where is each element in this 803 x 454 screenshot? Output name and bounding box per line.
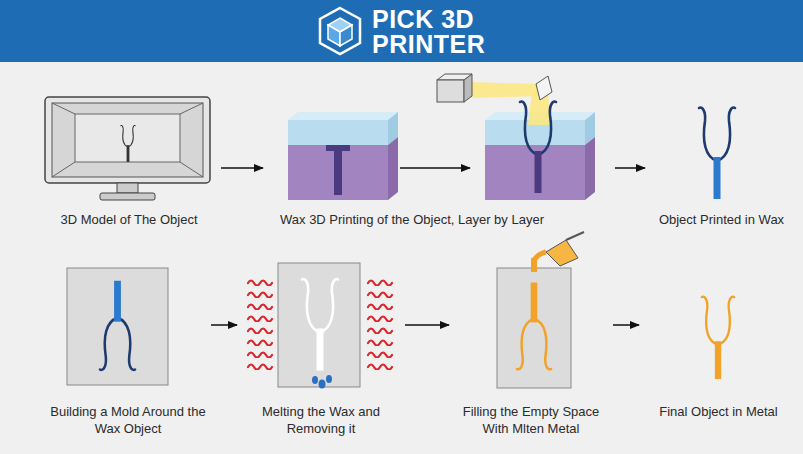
step-arrow [221, 167, 263, 169]
step-arrow [211, 324, 237, 326]
step-caption: Building a Mold Around the Wax Object [48, 403, 208, 437]
title: PICK 3D PRINTER [372, 7, 490, 57]
step-panel: Object Printed in Wax [648, 90, 795, 230]
wax-block [288, 112, 398, 200]
step-caption: Wax 3D Printing of the Object, Layer by … [266, 211, 558, 228]
step-arrow [615, 167, 645, 169]
step-arrow [405, 324, 449, 326]
wax-printing [437, 74, 595, 200]
step-panel: Final Object in Metal [642, 255, 795, 445]
melting [248, 263, 392, 389]
step-arrow [613, 324, 639, 326]
mold [67, 268, 168, 385]
step-caption: Final Object in Metal [642, 403, 795, 420]
step-panel: Melting the Wax and Removing it [240, 255, 402, 445]
step-panel: Wax 3D Printing of the Object, Layer by … [266, 68, 612, 230]
casting [497, 232, 584, 388]
step-caption: Object Printed in Wax [648, 211, 795, 228]
metal-object [702, 297, 734, 379]
step-caption: Filling the Empty Space With Mlten Metal [452, 403, 610, 437]
step-arrow [400, 167, 470, 169]
monitor [45, 97, 210, 200]
wax-object [699, 108, 735, 199]
header-bar [0, 0, 803, 62]
logo [320, 8, 360, 54]
step-panel: Filling the Empty Space With Mlten Metal [452, 240, 610, 445]
step-caption: Melting the Wax and Removing it [251, 403, 391, 437]
step-panel: Building a Mold Around the Wax Object [48, 255, 208, 445]
step-panel: 3D Model of The Object [40, 90, 218, 230]
step-caption: 3D Model of The Object [40, 211, 218, 228]
